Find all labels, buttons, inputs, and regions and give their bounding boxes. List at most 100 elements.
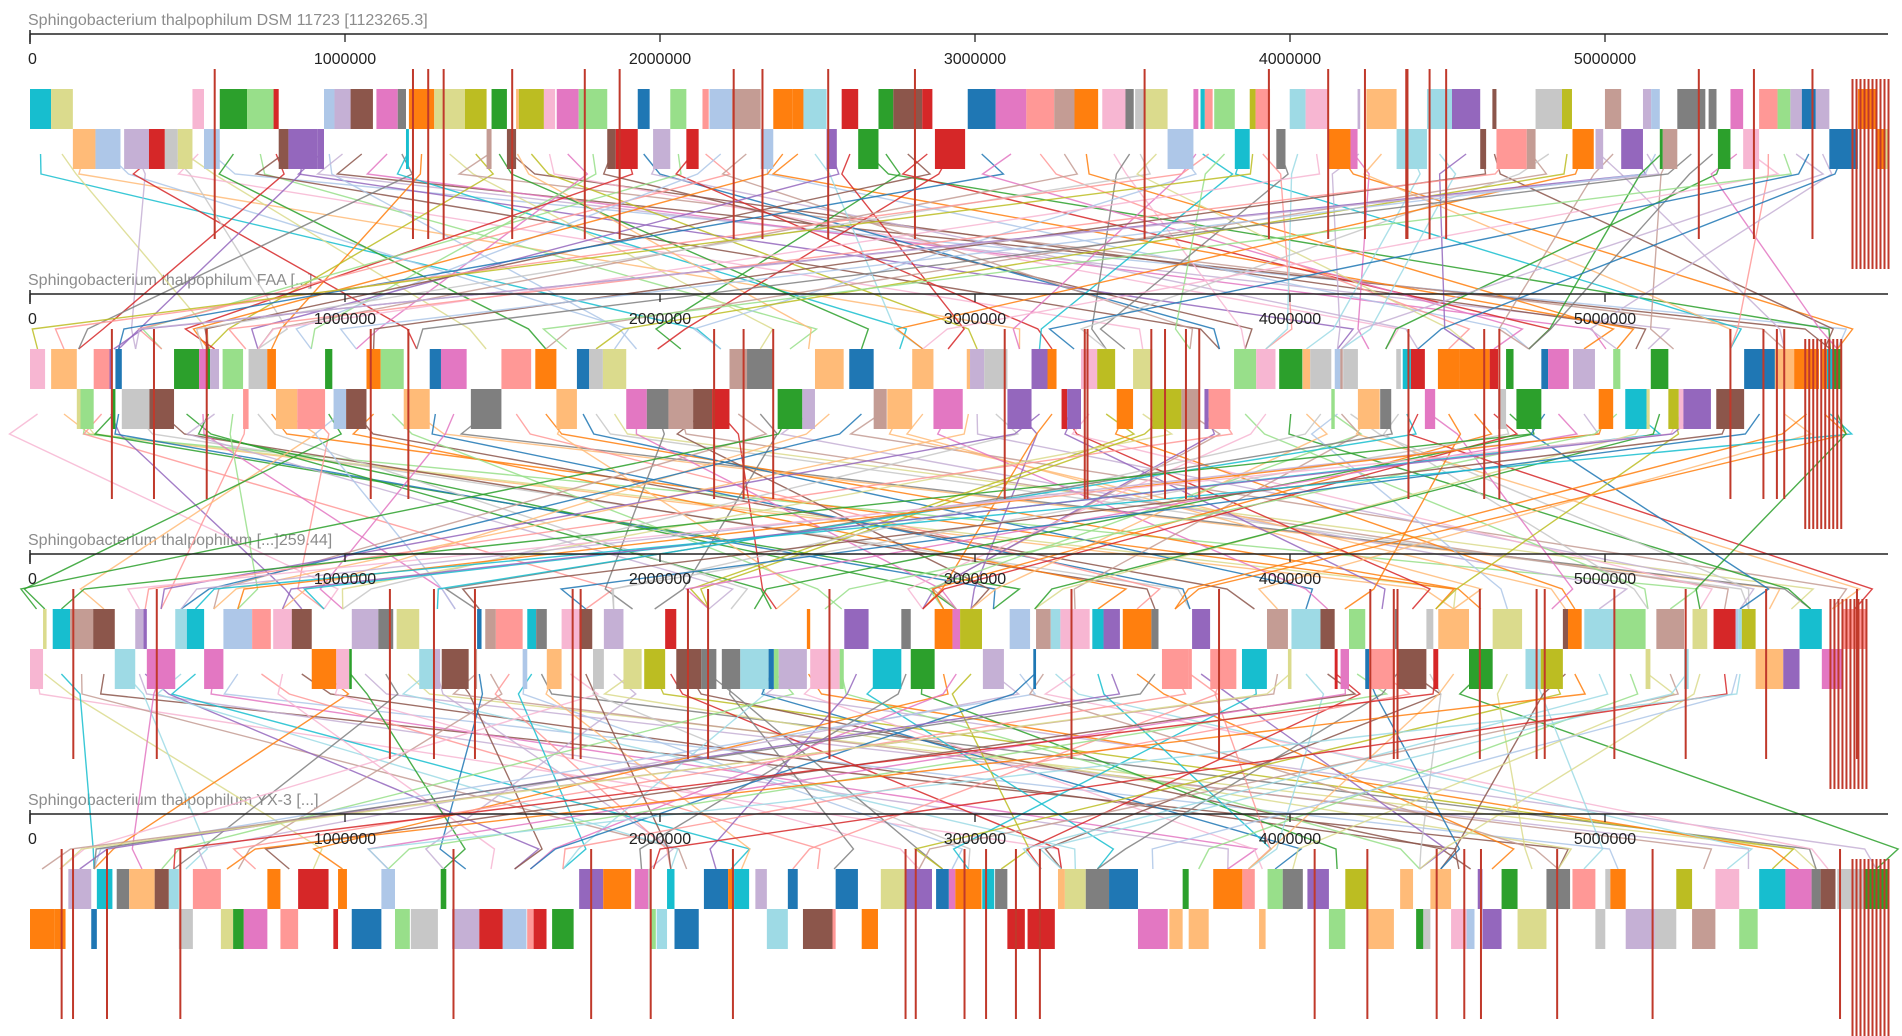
lcb-block[interactable] xyxy=(51,349,77,389)
lcb-block[interactable] xyxy=(1683,389,1711,429)
lcb-block[interactable] xyxy=(849,349,874,389)
lcb-block[interactable] xyxy=(1060,609,1090,649)
lcb-block[interactable] xyxy=(1103,609,1120,649)
lcb-block[interactable] xyxy=(934,129,966,169)
lcb-block[interactable] xyxy=(960,609,982,649)
lcb-block[interactable] xyxy=(1340,649,1350,689)
lcb-block[interactable] xyxy=(1255,89,1271,129)
lcb-block[interactable] xyxy=(844,609,869,649)
lcb-block[interactable] xyxy=(410,909,438,949)
lcb-block[interactable] xyxy=(273,89,279,129)
lcb-block[interactable] xyxy=(164,129,178,169)
lcb-block[interactable] xyxy=(880,869,905,909)
lcb-block[interactable] xyxy=(1489,349,1499,389)
lcb-block[interactable] xyxy=(222,349,244,389)
lcb-block[interactable] xyxy=(1790,89,1802,129)
lcb-block[interactable] xyxy=(397,89,406,129)
lcb-block[interactable] xyxy=(378,609,394,649)
lcb-block[interactable] xyxy=(1561,89,1572,129)
lcb-block[interactable] xyxy=(175,609,187,649)
lcb-block[interactable] xyxy=(527,909,534,949)
lcb-block[interactable] xyxy=(204,649,224,689)
lcb-block[interactable] xyxy=(441,649,469,689)
lcb-block[interactable] xyxy=(1307,869,1329,909)
lcb-block[interactable] xyxy=(148,129,165,169)
lcb-block[interactable] xyxy=(1498,389,1507,429)
lcb-block[interactable] xyxy=(543,89,556,129)
lcb-block[interactable] xyxy=(1820,869,1836,909)
lcb-block[interactable] xyxy=(1883,129,1889,169)
lcb-block[interactable] xyxy=(1109,869,1138,909)
lcb-block[interactable] xyxy=(1122,609,1152,649)
lcb-block[interactable] xyxy=(773,649,779,689)
lcb-block[interactable] xyxy=(350,89,373,129)
lcb-block[interactable] xyxy=(1031,349,1048,389)
lcb-block[interactable] xyxy=(1739,909,1758,949)
lcb-block[interactable] xyxy=(1234,349,1257,389)
lcb-block[interactable] xyxy=(1572,129,1594,169)
lcb-block[interactable] xyxy=(1433,649,1439,689)
lcb-block[interactable] xyxy=(1678,389,1684,429)
lcb-block[interactable] xyxy=(1328,909,1346,949)
lcb-block[interactable] xyxy=(777,389,803,429)
lcb-block[interactable] xyxy=(878,89,894,129)
lcb-block[interactable] xyxy=(1349,609,1366,649)
lcb-block[interactable] xyxy=(1646,389,1650,429)
lcb-block[interactable] xyxy=(1279,349,1303,389)
lcb-block[interactable] xyxy=(910,649,935,689)
lcb-block[interactable] xyxy=(740,649,769,689)
lcb-block[interactable] xyxy=(333,909,339,949)
lcb-block[interactable] xyxy=(192,869,221,909)
lcb-block[interactable] xyxy=(1651,89,1660,129)
lcb-block[interactable] xyxy=(502,909,527,949)
lcb-block[interactable] xyxy=(1302,349,1311,389)
lcb-block[interactable] xyxy=(651,909,656,949)
lcb-block[interactable] xyxy=(154,869,169,909)
lcb-block[interactable] xyxy=(1266,609,1288,649)
lcb-block[interactable] xyxy=(1242,869,1255,909)
lcb-block[interactable] xyxy=(773,89,793,129)
lcb-block[interactable] xyxy=(1451,909,1467,949)
lcb-block[interactable] xyxy=(1410,349,1425,389)
lcb-block[interactable] xyxy=(1249,89,1256,129)
lcb-block[interactable] xyxy=(1821,649,1844,689)
lcb-block[interactable] xyxy=(1036,609,1051,649)
lcb-block[interactable] xyxy=(1137,909,1168,949)
lcb-block[interactable] xyxy=(1610,869,1626,909)
lcb-block[interactable] xyxy=(1320,609,1335,649)
lcb-block[interactable] xyxy=(168,869,179,909)
lcb-block[interactable] xyxy=(1192,609,1211,649)
lcb-block[interactable] xyxy=(317,129,324,169)
lcb-block[interactable] xyxy=(602,349,627,389)
lcb-block[interactable] xyxy=(1517,909,1547,949)
lcb-block[interactable] xyxy=(396,609,420,649)
lcb-block[interactable] xyxy=(1604,89,1622,129)
lcb-block[interactable] xyxy=(501,349,532,389)
lcb-block[interactable] xyxy=(982,869,995,909)
lcb-block[interactable] xyxy=(533,909,547,949)
lcb-block[interactable] xyxy=(674,909,699,949)
lcb-block[interactable] xyxy=(333,389,347,429)
lcb-block[interactable] xyxy=(792,89,804,129)
lcb-block[interactable] xyxy=(30,349,46,389)
lcb-block[interactable] xyxy=(1572,869,1596,909)
lcb-block[interactable] xyxy=(1067,389,1081,429)
lcb-block[interactable] xyxy=(1343,349,1358,389)
lcb-block[interactable] xyxy=(93,609,115,649)
lcb-block[interactable] xyxy=(115,349,122,389)
lcb-block[interactable] xyxy=(1438,609,1469,649)
lcb-block[interactable] xyxy=(1210,649,1237,689)
lcb-block[interactable] xyxy=(223,609,253,649)
lcb-block[interactable] xyxy=(703,869,729,909)
lcb-block[interactable] xyxy=(522,649,528,689)
lcb-block[interactable] xyxy=(1501,869,1518,909)
lcb-block[interactable] xyxy=(495,609,523,649)
lcb-block[interactable] xyxy=(1654,909,1677,949)
lcb-block[interactable] xyxy=(1256,349,1276,389)
lcb-block[interactable] xyxy=(1276,129,1286,169)
lcb-block[interactable] xyxy=(1200,89,1205,129)
lcb-block[interactable] xyxy=(536,609,547,649)
lcb-block[interactable] xyxy=(728,869,735,909)
lcb-block[interactable] xyxy=(1668,389,1679,429)
lcb-block[interactable] xyxy=(52,609,71,649)
